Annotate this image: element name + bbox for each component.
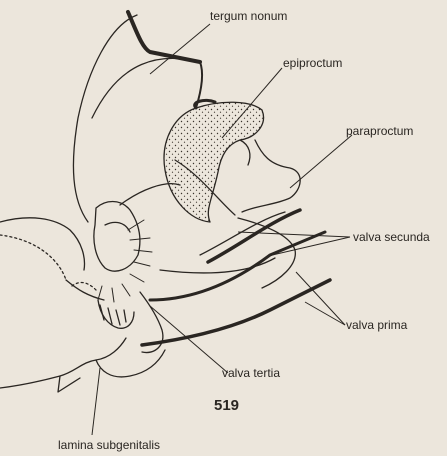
- leader-valva-tertia: [150, 306, 228, 373]
- inner-sclerite: [94, 202, 140, 272]
- leader-valva-prima-b: [305, 302, 345, 325]
- leader-lamina-subgenitalis: [92, 368, 100, 435]
- lamina-subgenitalis-outline: [0, 338, 126, 388]
- paraproctum-shape: [242, 140, 300, 212]
- label-valva-prima: valva prima: [346, 318, 407, 332]
- label-valva-tertia: valva tertia: [222, 366, 280, 380]
- label-paraproctum: paraproctum: [346, 124, 413, 138]
- label-tergum-nonum: tergum nonum: [210, 9, 287, 23]
- leader-paraproctum: [290, 135, 352, 188]
- valva-prima-thick: [150, 232, 325, 300]
- label-lamina-subgenitalis: lamina subgenitalis: [58, 438, 160, 452]
- leader-valva-prima-a: [296, 272, 345, 325]
- label-epiproctum: epiproctum: [283, 56, 342, 70]
- valva-secunda-thick: [208, 210, 300, 262]
- label-valva-secunda: valva secunda: [353, 230, 430, 244]
- figure-number: 519: [214, 397, 239, 414]
- tergum-nonum-thick-edge: [128, 12, 200, 62]
- tergum-nonum-outline: [73, 15, 137, 222]
